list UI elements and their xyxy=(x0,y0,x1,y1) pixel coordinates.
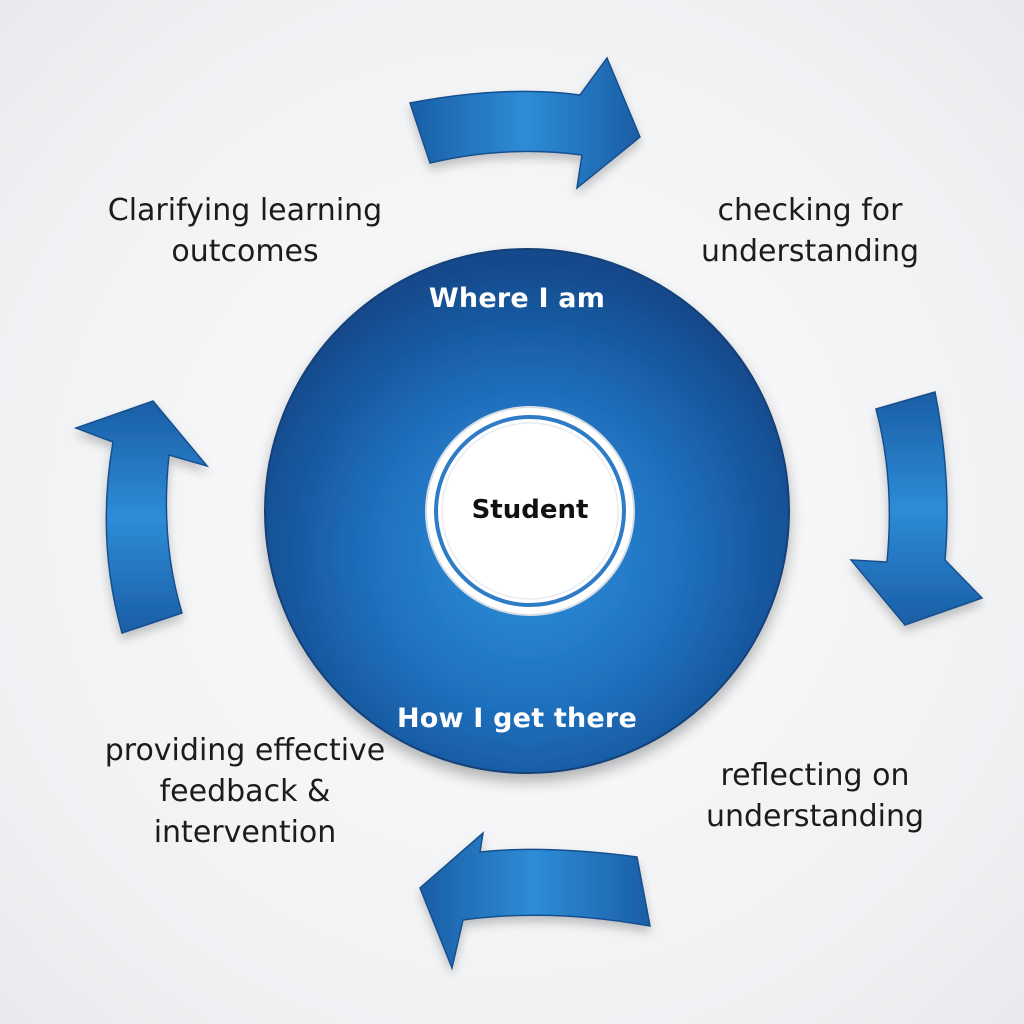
arrow-right-down xyxy=(849,391,984,626)
center-label: Student xyxy=(471,495,589,525)
stage-label-reflecting: reflecting on understanding xyxy=(705,758,925,834)
disc-bottom-label: How I get there xyxy=(397,703,637,734)
stage-label-checking: checking for understanding xyxy=(700,193,920,269)
stage-label-feedback: providing effective feedback & intervent… xyxy=(104,733,386,850)
center-circle xyxy=(425,406,635,616)
disc-top-label: Where I am xyxy=(428,283,606,314)
arrow-bottom-left xyxy=(419,831,651,971)
arrow-top-right xyxy=(409,56,641,190)
stage-label-clarifying: Clarifying learning outcomes xyxy=(107,193,383,269)
arrow-left-up xyxy=(73,400,210,634)
